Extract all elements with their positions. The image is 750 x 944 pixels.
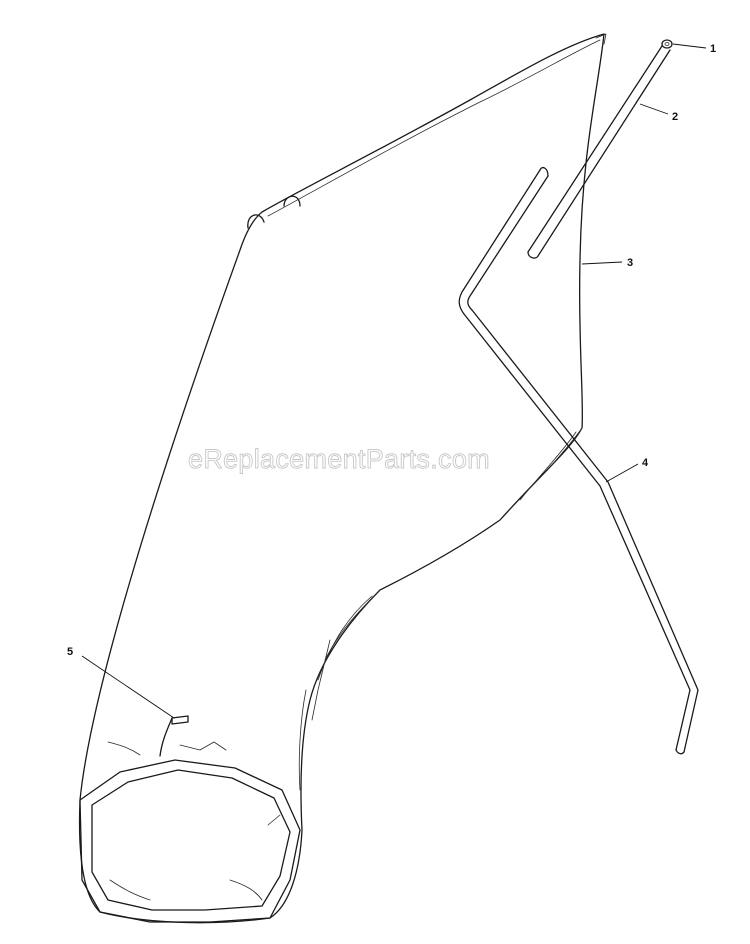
callout-3-label: 3	[627, 257, 633, 269]
frame-rod	[527, 45, 671, 259]
bag-frame	[458, 166, 699, 755]
callout-5: 5	[67, 646, 175, 719]
callout-4: 4	[605, 457, 649, 483]
rod-cap	[661, 39, 673, 49]
callout-5-label: 5	[67, 646, 73, 658]
callout-4-label: 4	[642, 457, 649, 469]
callout-1: 1	[672, 43, 716, 55]
callout-2: 2	[639, 103, 678, 123]
callout-2-label: 2	[672, 111, 678, 123]
callout-1-label: 1	[710, 43, 716, 55]
grass-bag	[78, 33, 607, 924]
watermark-text: eReplacementParts.com	[188, 444, 490, 474]
callout-3: 3	[581, 257, 633, 269]
